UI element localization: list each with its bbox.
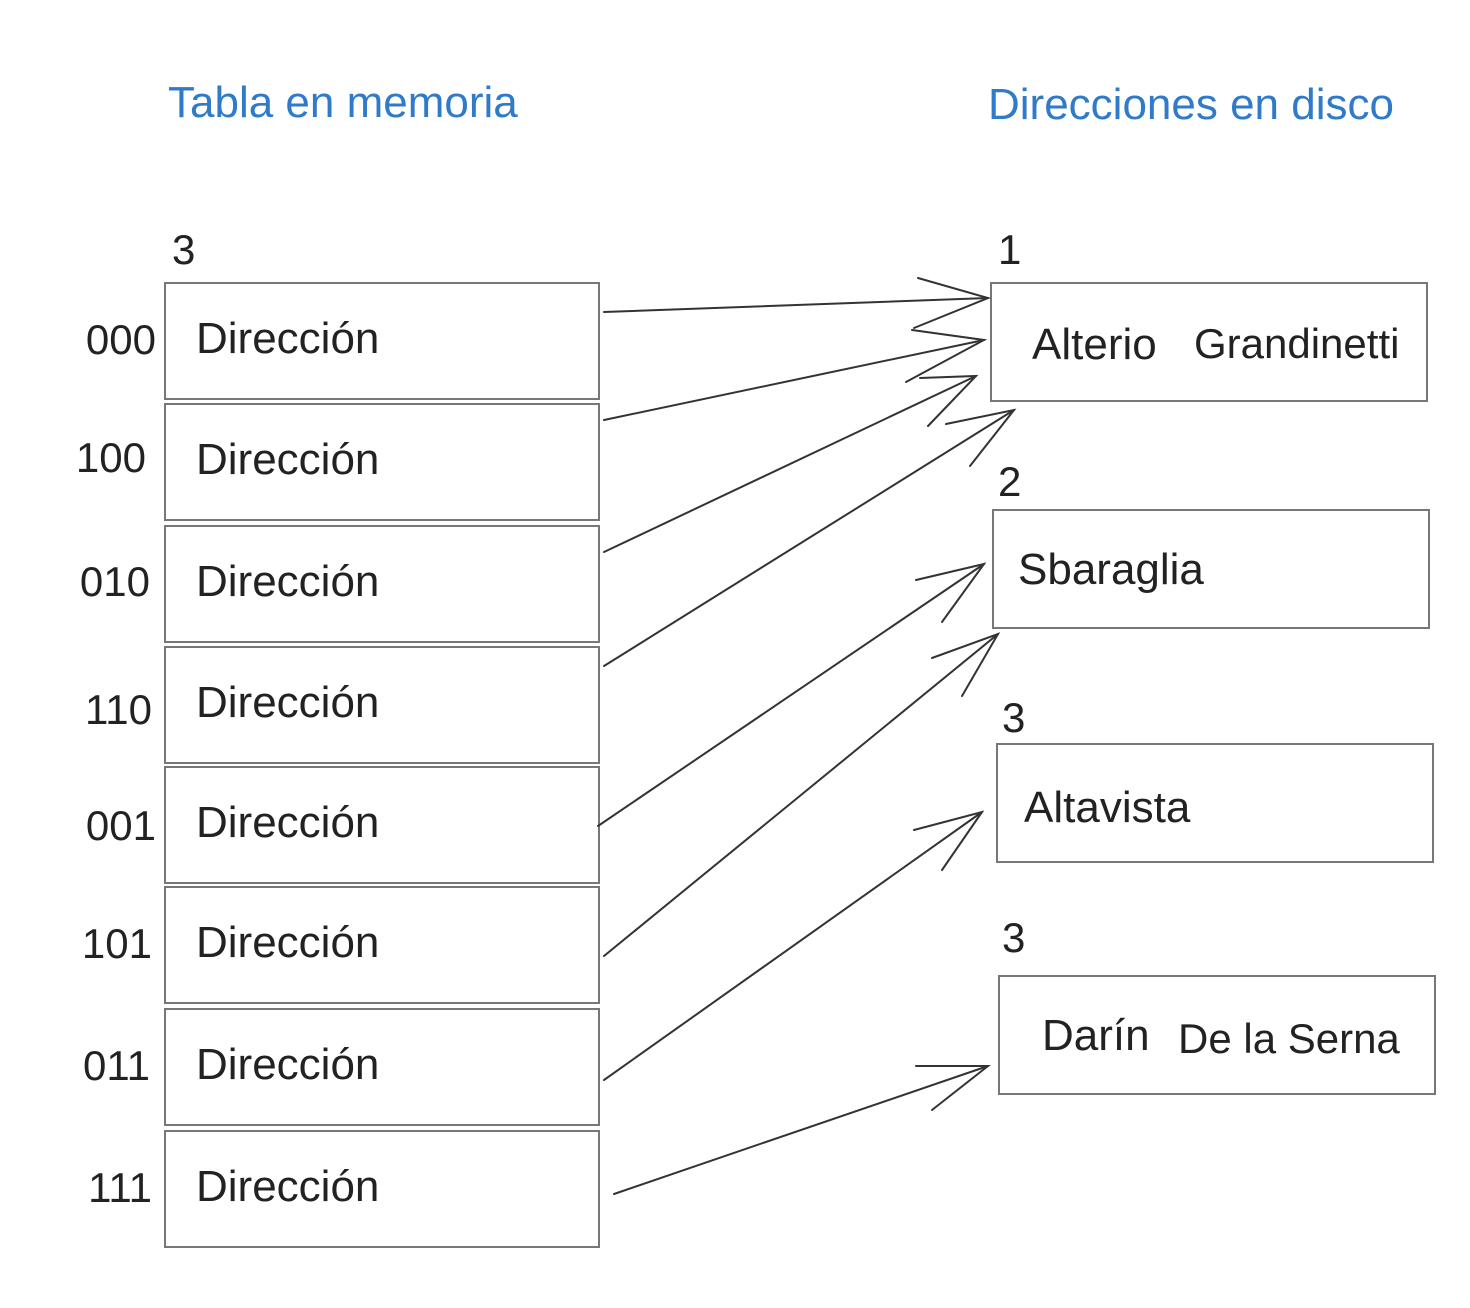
directory-cell[interactable]: Dirección	[164, 886, 600, 1004]
bucket-depth: 1	[998, 226, 1022, 273]
row-bits: 011	[83, 1042, 150, 1089]
cell-label: Dirección	[196, 1040, 380, 1089]
directory-cell[interactable]: Dirección	[164, 1008, 600, 1126]
row-bits: 010	[79, 558, 150, 605]
bucket-depth: 3	[1002, 694, 1026, 741]
cell-label: Dirección	[196, 918, 380, 967]
directory-cell[interactable]: Dirección	[164, 403, 600, 521]
pointer-arrow	[603, 374, 979, 553]
row-bits: 101	[81, 920, 152, 967]
bucket[interactable]: Sbaraglia	[992, 509, 1430, 629]
pointer-arrow	[603, 329, 988, 421]
bucket-record: Altavista	[1024, 783, 1191, 832]
row-bits: 001	[85, 802, 156, 849]
pointer-arrow	[597, 562, 987, 827]
row-bits: 110	[85, 686, 152, 733]
row-bits: 100	[75, 434, 146, 481]
pointer-arrow	[603, 408, 1017, 667]
cell-label: Dirección	[196, 314, 380, 363]
directory-cell[interactable]: Dirección	[164, 766, 600, 884]
row-bits: 111	[88, 1164, 152, 1211]
bucket-depth: 3	[1002, 914, 1026, 961]
bucket-record: Darín	[1042, 1011, 1150, 1060]
bucket-record: Grandinetti	[1194, 320, 1400, 367]
bucket[interactable]: Alterio Grandinetti	[990, 282, 1428, 402]
directory-cell[interactable]: Dirección	[164, 646, 600, 764]
bucket-depth: 2	[998, 458, 1022, 505]
pointer-arrow	[603, 277, 992, 329]
disk-addresses-heading: Direcciones en disco	[988, 80, 1394, 129]
directory-cell[interactable]: Dirección	[164, 282, 600, 400]
memory-table-heading: Tabla en memoria	[168, 78, 518, 127]
bucket[interactable]: Altavista	[996, 743, 1434, 863]
directory-cell[interactable]: Dirección	[164, 1130, 600, 1248]
cell-label: Dirección	[196, 557, 380, 606]
cell-label: Dirección	[196, 1162, 380, 1211]
bucket[interactable]: Darín De la Serna	[998, 975, 1436, 1095]
bucket-record: Sbaraglia	[1018, 545, 1204, 594]
bucket-record: De la Serna	[1178, 1015, 1400, 1062]
cell-label: Dirección	[196, 435, 380, 484]
pointer-arrow	[603, 810, 985, 1081]
cell-label: Dirección	[196, 678, 380, 727]
cell-label: Dirección	[196, 798, 380, 847]
pointer-arrow	[603, 632, 1001, 957]
pointer-arrow	[613, 1065, 991, 1195]
global-depth: 3	[172, 226, 196, 273]
bucket-record: Alterio	[1032, 320, 1157, 369]
directory-cell[interactable]: Dirección	[164, 525, 600, 643]
row-bits: 000	[85, 316, 156, 363]
